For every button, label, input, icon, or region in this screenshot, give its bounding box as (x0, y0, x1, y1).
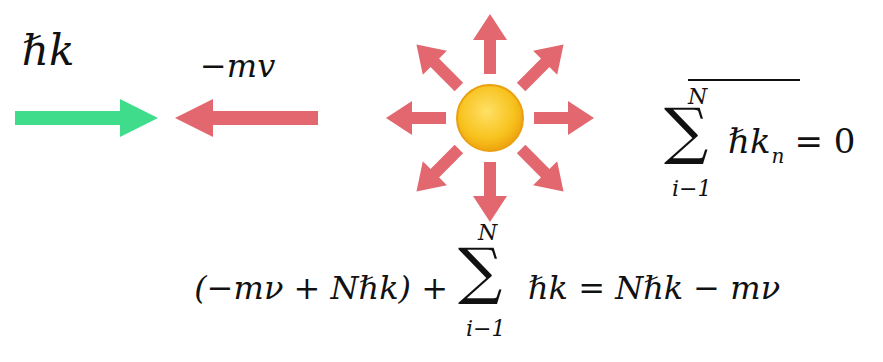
photon-arrow (15, 99, 158, 137)
emission-rays (386, 14, 594, 222)
average-bar (688, 79, 800, 81)
sum-term: ℏk (728, 124, 771, 158)
subscript: n (772, 146, 785, 166)
sum-lower-limit: i−1 (672, 178, 711, 200)
sum-lower-limit: i−1 (466, 318, 505, 340)
atom-momentum: −mv (200, 50, 275, 82)
sum-symbol: ∑ (664, 100, 708, 162)
atom (457, 85, 523, 151)
atom-arrow (175, 99, 318, 137)
sum-symbol: ∑ (458, 240, 502, 302)
equation-term: ℏk = Nℏk − mν (528, 272, 780, 304)
equation-result: = 0 (794, 124, 855, 158)
equation-term: (−mν + Nℏk) + (194, 272, 448, 304)
photon-momentum: ℏk (22, 30, 75, 72)
